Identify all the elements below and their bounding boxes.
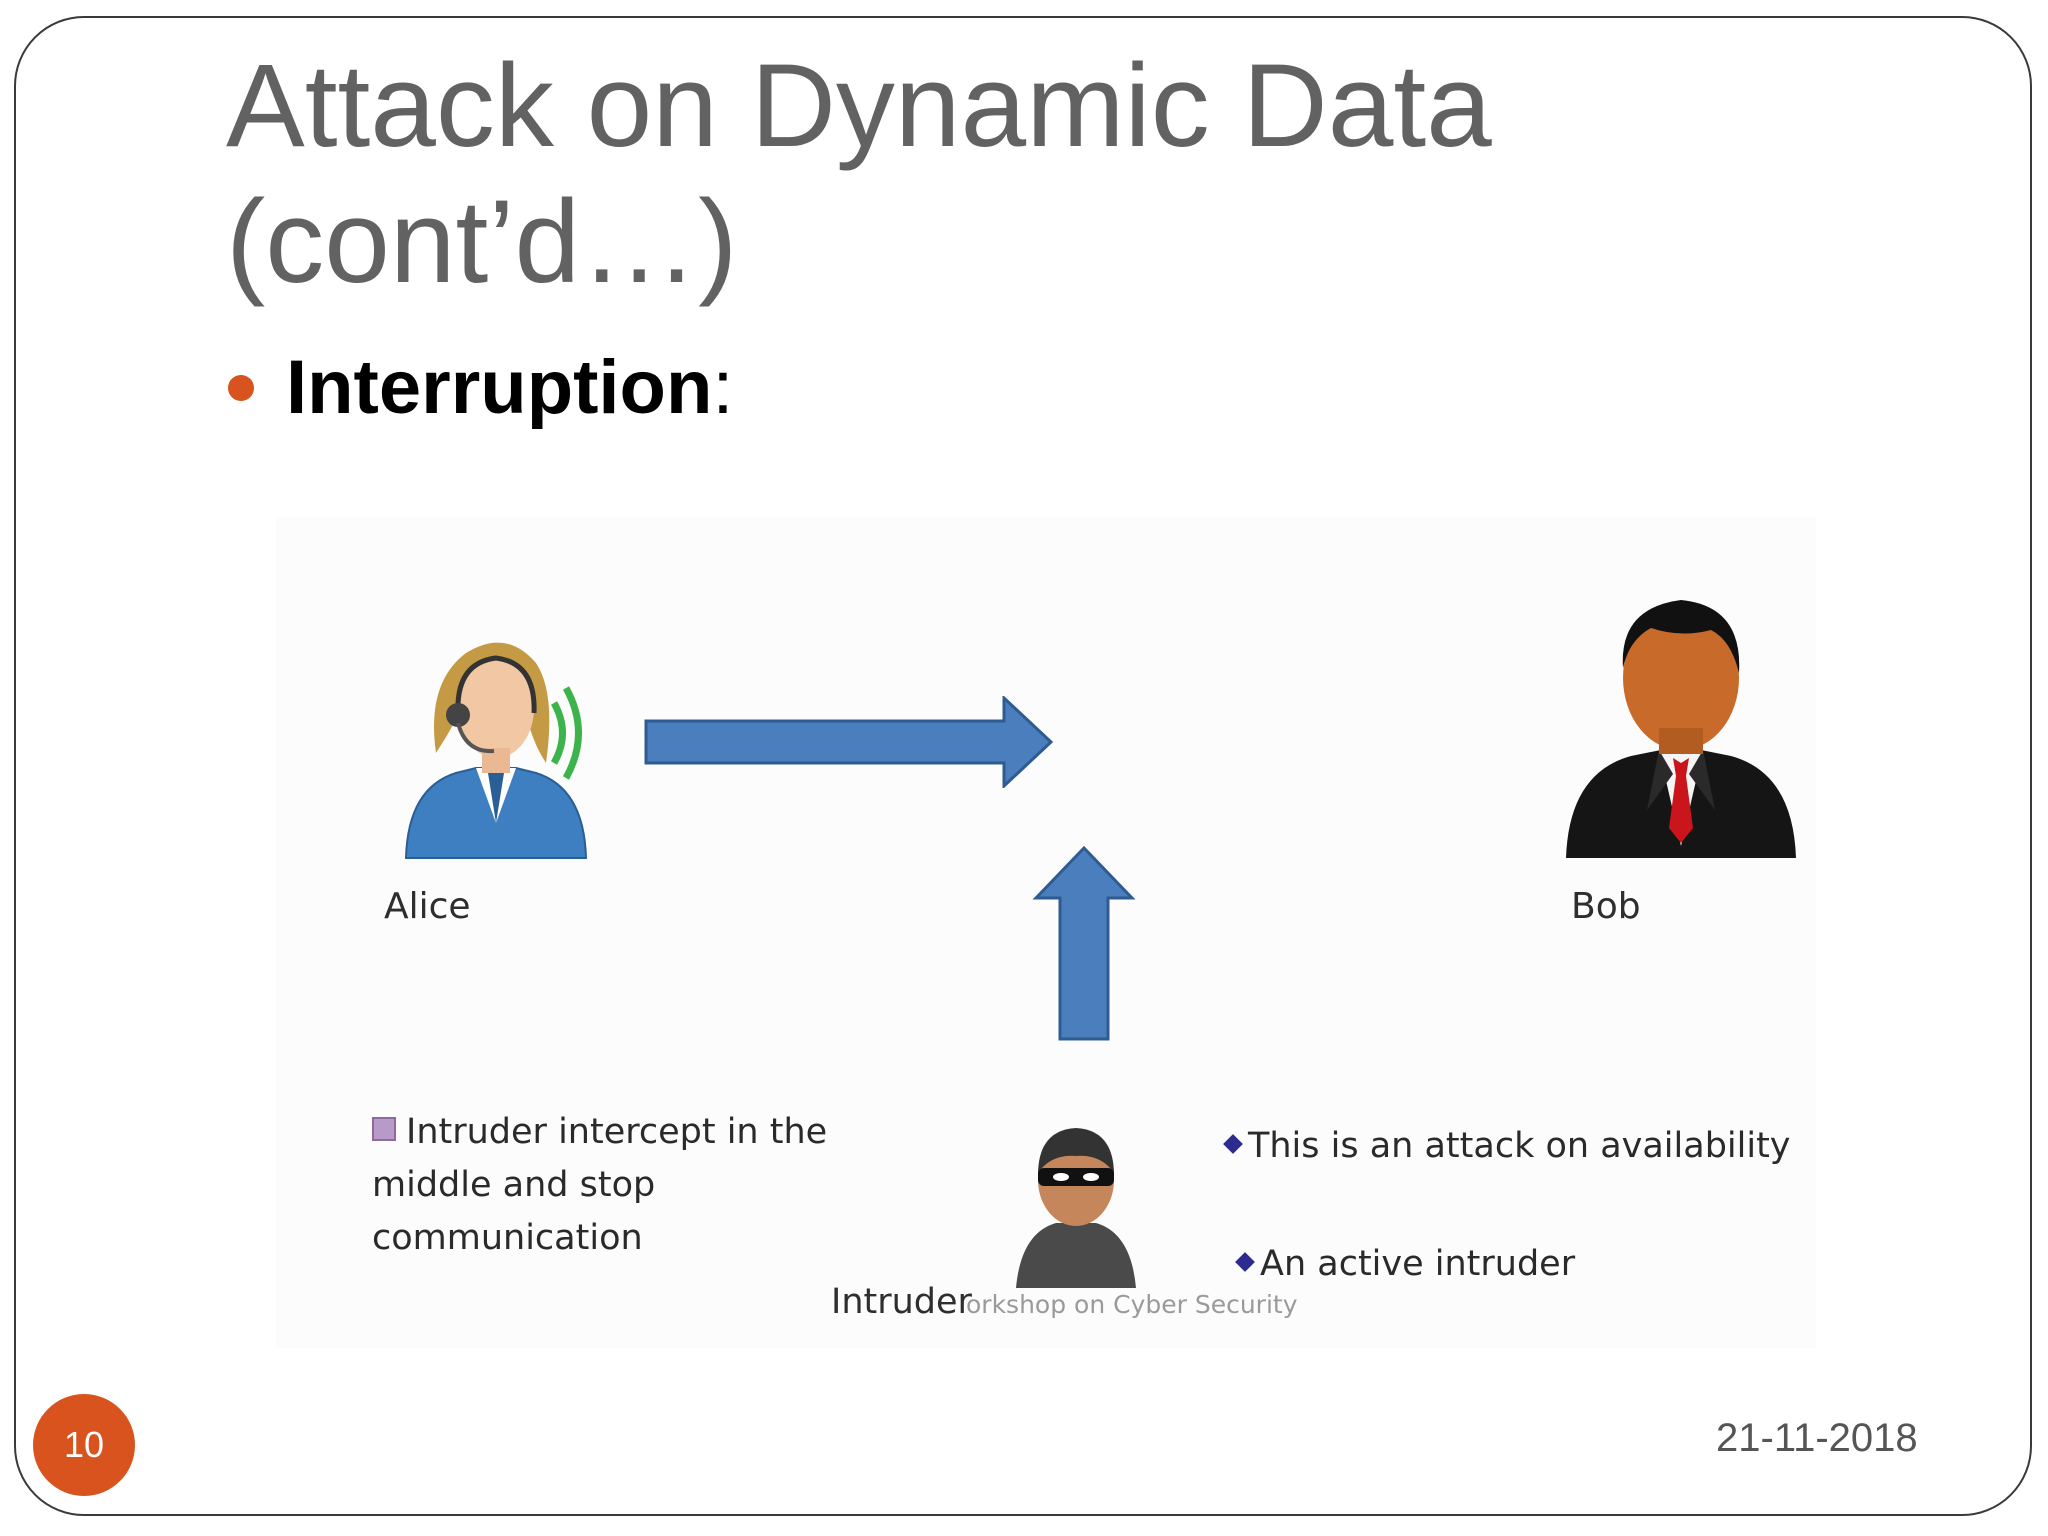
bob-label: Bob: [1571, 886, 1641, 927]
bullet-term: Interruption: [286, 345, 713, 430]
intruder-masked-thief-icon: [1016, 1128, 1136, 1288]
title-line-2: (cont’d…): [226, 176, 738, 308]
diamond-bullet-icon: [1223, 1134, 1243, 1154]
alice-label: Alice: [384, 886, 471, 927]
note-right-availability: This is an attack on availability: [1223, 1120, 1791, 1173]
note-left-line-2: middle and stop: [372, 1165, 656, 1205]
bullet-suffix: :: [712, 345, 734, 430]
bullet-dot-icon: [228, 374, 254, 401]
note-left: Intruder intercept in the middle and sto…: [372, 1106, 827, 1265]
note-right-2-text: An active intruder: [1260, 1244, 1576, 1284]
slide-date: 21-11-2018: [1716, 1416, 1918, 1460]
note-left-line-3: communication: [372, 1218, 643, 1258]
interruption-diagram: Alice Bob: [276, 518, 1816, 1348]
title-line-1: Attack on Dynamic Data: [226, 40, 1492, 172]
note-right-1-text: This is an attack on availability: [1248, 1126, 1791, 1166]
note-right-active: An active intruder: [1235, 1238, 1576, 1291]
alice-headset-avatar-icon: [404, 642, 588, 859]
slide: Attack on Dynamic Data (cont’d…) Interru…: [14, 16, 2032, 1516]
bob-businessman-icon: [1566, 600, 1796, 858]
square-bullet-icon: [372, 1117, 396, 1141]
message-arrow-right: [644, 696, 1054, 788]
diamond-bullet-icon: [1235, 1252, 1255, 1272]
watermark-text: orkshop on Cyber Security: [966, 1290, 1298, 1319]
bullet-interruption: Interruption:: [228, 344, 734, 431]
slide-title: Attack on Dynamic Data (cont’d…): [226, 38, 1826, 310]
intruder-label: Intruder: [831, 1282, 972, 1322]
slide-number-badge: 10: [33, 1394, 135, 1496]
interrupt-arrow-up: [1032, 846, 1136, 1041]
note-left-line-1: Intruder intercept in the: [406, 1112, 828, 1152]
